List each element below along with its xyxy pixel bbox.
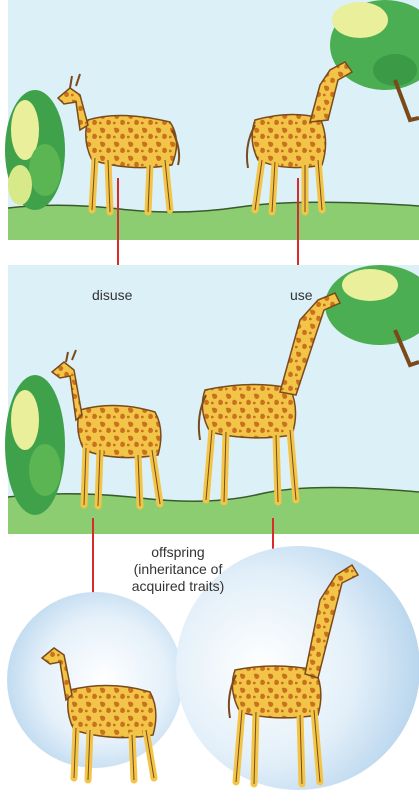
label-use: use — [290, 287, 313, 303]
label-offspring-line-1: offspring — [126, 544, 230, 561]
bush-icon — [5, 90, 65, 210]
bush-icon — [5, 375, 65, 515]
label-offspring-line-2: (inheritance of — [126, 561, 230, 578]
offspring-circle-left — [7, 592, 183, 768]
label-offspring: offspring (inheritance of acquired trait… — [126, 544, 230, 595]
label-disuse: disuse — [92, 287, 132, 303]
label-offspring-line-3: acquired traits) — [126, 578, 230, 595]
panel-parents — [5, 0, 419, 272]
